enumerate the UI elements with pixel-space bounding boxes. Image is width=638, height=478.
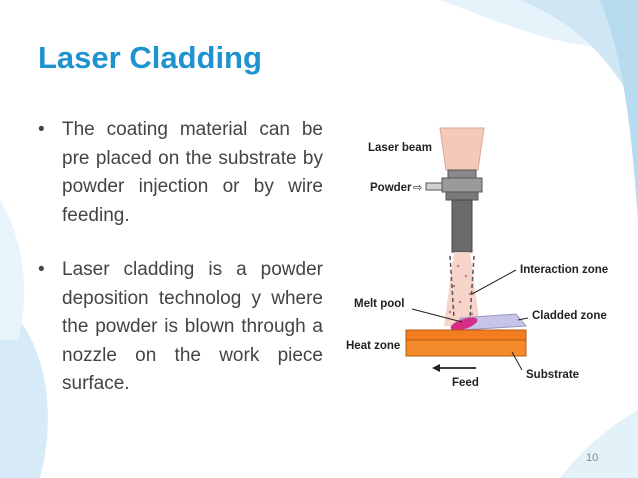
pointer-substrate xyxy=(511,351,523,371)
laser-beam xyxy=(439,127,485,171)
bullet-list: • The coating material can be pre placed… xyxy=(38,116,323,399)
powder-arrow-icon: ⇨ xyxy=(413,181,422,194)
nozzle-top xyxy=(447,169,477,179)
bullet-marker: • xyxy=(38,259,45,280)
right-edge-wave xyxy=(600,0,638,220)
bullet-text: The coating material can be pre placed o… xyxy=(62,119,323,226)
label-substrate: Substrate xyxy=(526,369,579,381)
label-interaction-zone: Interaction zone xyxy=(520,264,608,276)
bullet-marker: • xyxy=(38,119,45,140)
left-edge-wave xyxy=(0,200,25,340)
melt-pool xyxy=(450,317,478,331)
bottom-right-wave xyxy=(560,410,638,478)
powder-jet-right xyxy=(469,255,475,319)
page-number: 10 xyxy=(586,452,599,464)
pointer-melt-pool xyxy=(411,308,463,323)
slide-title: Laser Cladding xyxy=(38,40,262,75)
top-right-wave-2 xyxy=(520,0,638,110)
powder-jet-left xyxy=(449,255,455,319)
powder-inlet xyxy=(425,182,443,191)
label-heat-zone: Heat zone xyxy=(346,340,400,352)
pointer-cladded xyxy=(517,317,529,321)
substrate-top xyxy=(405,329,527,341)
pointer-interaction xyxy=(471,269,517,295)
laser-cladding-diagram: Laser beam Powder ⇨ Interaction zone Mel… xyxy=(346,127,608,389)
label-feed: Feed xyxy=(452,377,479,389)
label-powder: Powder xyxy=(370,182,412,194)
bullet-item: • Laser cladding is a powder deposition … xyxy=(38,256,323,399)
substrate-block xyxy=(405,339,527,357)
label-melt-pool: Melt pool xyxy=(354,298,404,310)
powder-stream xyxy=(444,252,480,326)
nozzle-collar xyxy=(441,177,483,193)
bullet-item: • The coating material can be pre placed… xyxy=(38,116,323,230)
nozzle-body xyxy=(445,191,479,201)
label-laser-beam: Laser beam xyxy=(368,142,432,154)
label-cladded-zone: Cladded zone xyxy=(532,310,607,322)
bullet-text: Laser cladding is a powder deposition te… xyxy=(62,259,323,394)
nozzle-tube xyxy=(451,199,473,253)
feed-arrow-head xyxy=(432,364,440,372)
bottom-left-wave xyxy=(0,300,48,478)
